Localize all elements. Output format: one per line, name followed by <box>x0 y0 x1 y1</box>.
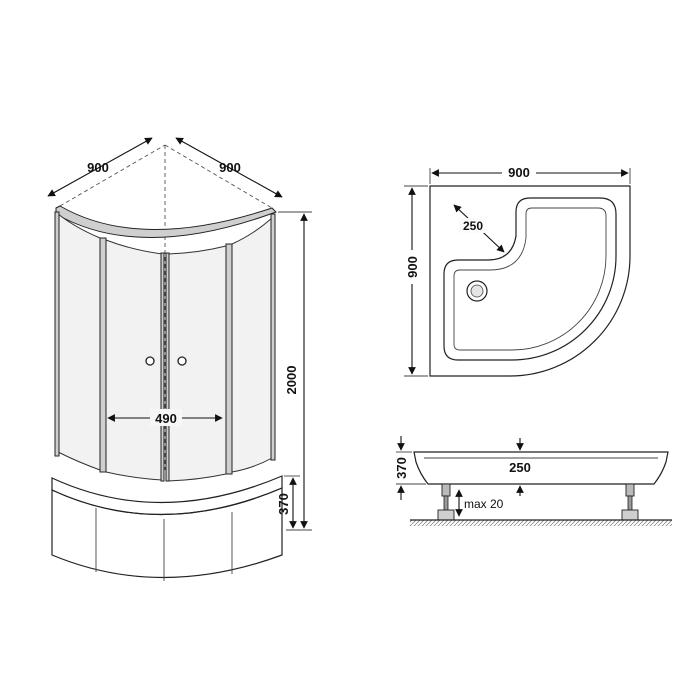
dim-basin-depth: 250 <box>509 460 531 475</box>
cabin-right-fixed-panel <box>231 216 273 473</box>
dim-tray-width: 900 <box>508 165 530 180</box>
cabin-profile-door-left <box>160 252 165 482</box>
cabin-top-rail <box>55 205 277 238</box>
dim-cabin-width-right: 900 <box>219 160 241 175</box>
dim-tray-depth: 900 <box>405 256 420 278</box>
dim-tray-corner-radius-bg <box>459 218 487 233</box>
cabin-door-handle-right <box>177 356 187 366</box>
cabin-left-fixed-panel <box>57 212 101 471</box>
dim-cabin-tray-height: 370 <box>276 493 291 515</box>
dim-tray-corner-radius: 250 <box>463 219 483 233</box>
dim-tray-width-bg <box>502 164 536 180</box>
tray-drain-inner <box>470 284 484 298</box>
cabin-door-handle-left <box>145 356 155 366</box>
dim-cabin-height: 2000 <box>284 366 299 395</box>
tray-top-view: 900 900 250 <box>404 164 631 377</box>
dim-side-tray-height: 370 <box>394 457 409 479</box>
floor-hatch <box>410 520 672 526</box>
cabin-profile-door-right <box>165 252 170 482</box>
cabin-right-door-panel <box>167 245 227 482</box>
cabin-profile-right-mid <box>225 243 233 475</box>
tray-basin-outer <box>443 197 617 361</box>
dim-line-cabin-width-right <box>175 137 283 198</box>
dim-cabin-width-left: 900 <box>87 160 109 175</box>
cabin-profile-right-outer <box>270 213 276 461</box>
dim-door-opening: 490 <box>155 411 177 426</box>
tray-side-view: 370 250 max 20 <box>394 436 672 526</box>
dim-door-opening-bg <box>150 409 182 426</box>
tray-leg-right <box>621 483 639 521</box>
tray-outer-outline <box>429 185 631 377</box>
cabin-profile-left-outer <box>54 211 60 457</box>
cabin-view: 900 900 2000 370 490 <box>47 137 312 581</box>
tray-leg-left <box>437 483 455 521</box>
cabin-tray-top-rim <box>51 475 283 516</box>
tray-basin-inner <box>453 207 607 351</box>
cabin-tray-apron <box>51 487 283 579</box>
tray-side-body <box>413 451 669 485</box>
dim-leg-adjust: max 20 <box>464 497 504 511</box>
cabin-profile-left-mid <box>99 237 107 473</box>
dim-line-cabin-width-left <box>47 137 153 197</box>
dim-tray-depth-bg <box>404 250 420 284</box>
cabin-top-back-left-edge <box>59 144 166 207</box>
cabin-top-back-right-edge <box>164 144 273 209</box>
